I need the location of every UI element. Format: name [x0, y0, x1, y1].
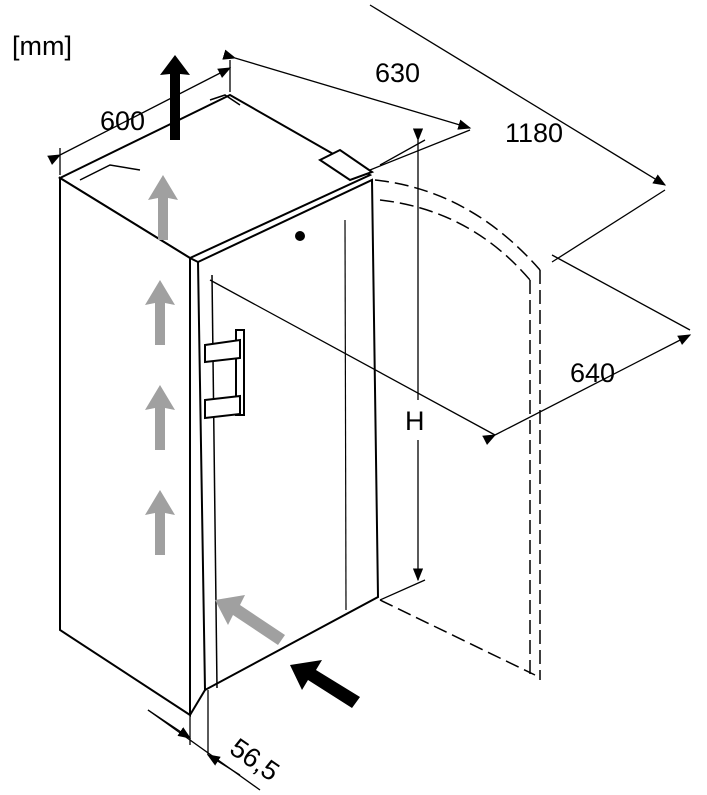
arrow-up-icon — [145, 385, 175, 450]
arrow-up-black-icon — [160, 55, 190, 140]
dim-door-offset: 56,5 — [225, 732, 285, 787]
dim-height: H — [405, 406, 425, 436]
arrow-upleft-icon — [215, 595, 285, 645]
dim-door-clearance: 640 — [570, 358, 615, 388]
arrow-up-icon — [145, 490, 175, 555]
door-swing-outline — [374, 179, 541, 680]
unit-label: [mm] — [12, 31, 72, 61]
arrow-up-icon — [148, 175, 178, 240]
hinge-top — [318, 148, 375, 182]
dimension-lines — [47, 4, 692, 791]
fridge-side — [59, 176, 191, 717]
dim-width: 600 — [100, 106, 145, 136]
arrow-up-icon — [145, 280, 175, 345]
airflow-arrows — [145, 175, 285, 645]
dim-door-open-depth: 1180 — [505, 118, 563, 148]
door-lock — [295, 231, 305, 241]
handle-bracket — [204, 394, 241, 420]
fridge-door — [196, 178, 380, 692]
arrow-upleft-black-icon — [290, 660, 360, 708]
handle-bracket — [204, 338, 241, 364]
dim-depth: 630 — [375, 58, 420, 88]
